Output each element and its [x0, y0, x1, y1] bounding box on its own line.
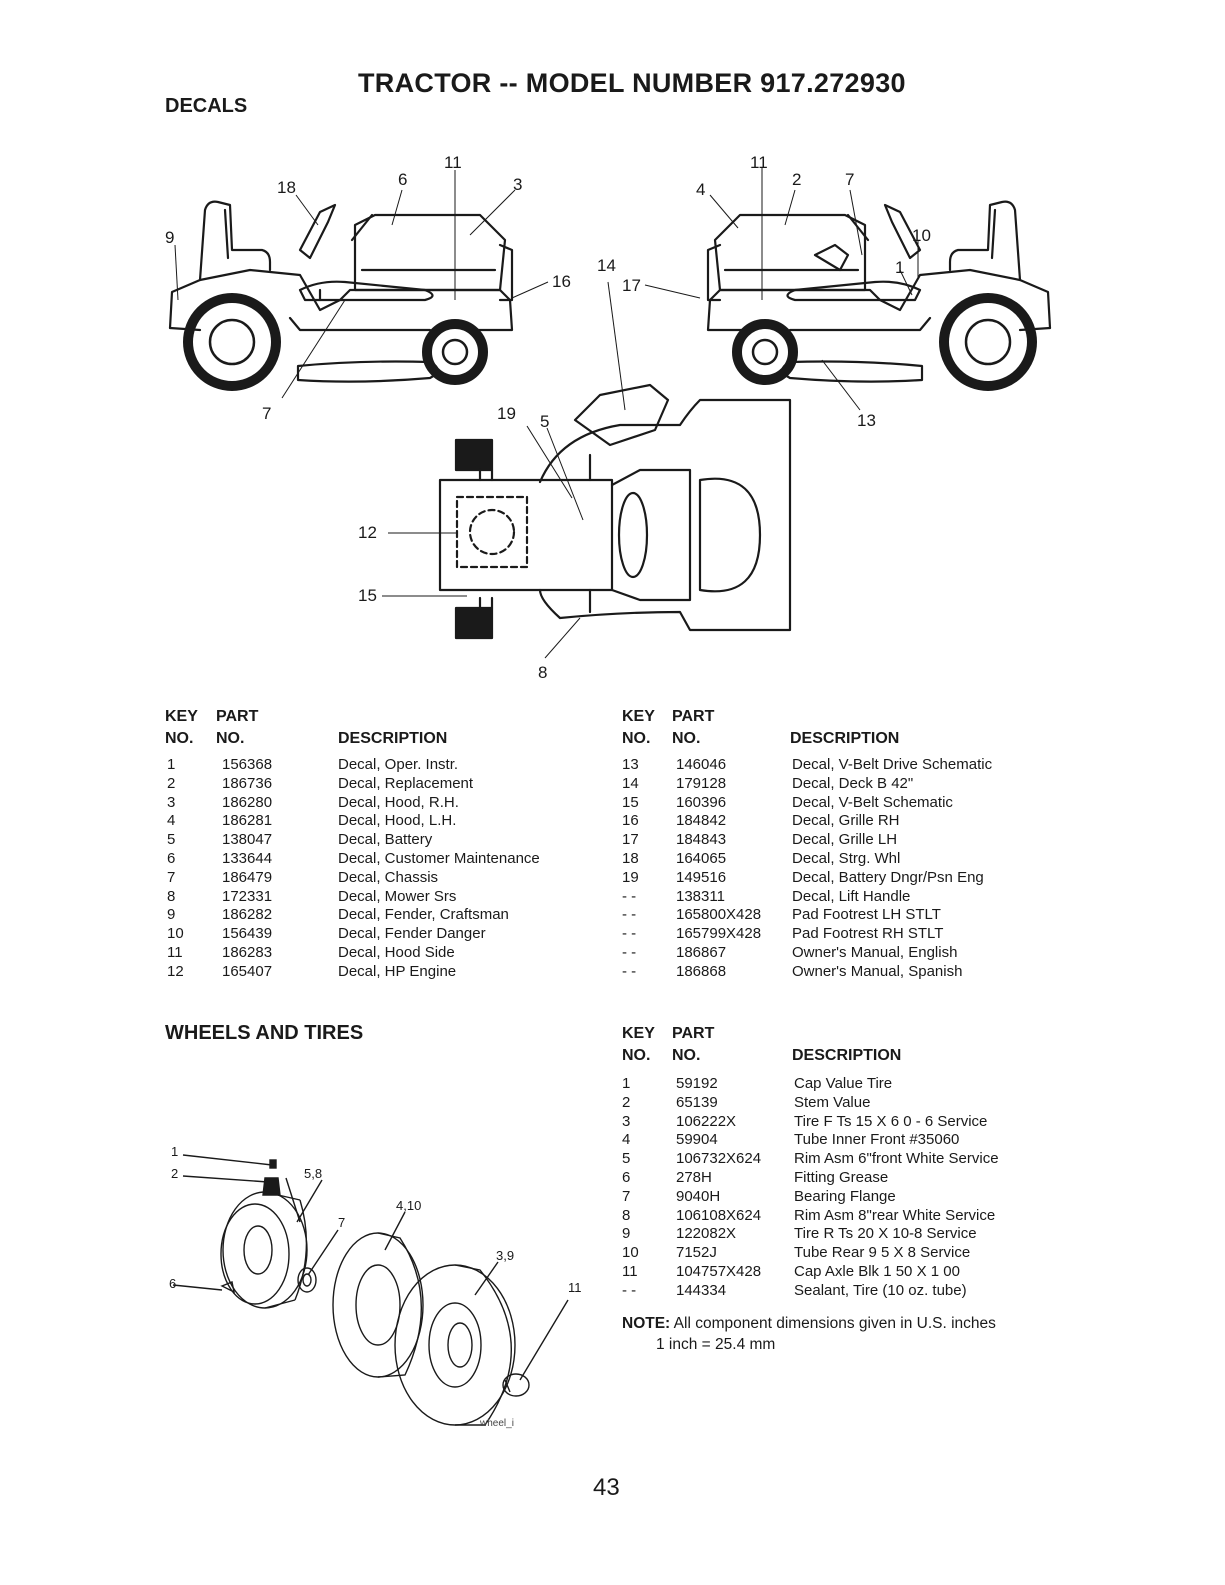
right-tractor-illustration [706, 200, 1052, 332]
callout-6: 6 [398, 170, 408, 189]
wheels-header-description: DESCRIPTION [792, 1047, 902, 1064]
callout-8: 8 [538, 663, 548, 682]
section-heading-wheels: WHEELS AND TIRES [165, 1022, 364, 1044]
left-header-part: PART [216, 708, 259, 725]
wheels-header-key-no: NO. [622, 1047, 651, 1064]
wheel-diagram-caption: wheel_i [480, 1418, 514, 1429]
callout-9: 9 [165, 228, 175, 247]
callout-2: 2 [792, 170, 802, 189]
right-header-key: KEY [622, 708, 655, 725]
left-header-description: DESCRIPTION [338, 730, 448, 747]
left-header-part-no: NO. [216, 730, 245, 747]
callout-7-right: 7 [845, 170, 855, 189]
wheel-callout-5-8: 5,8 [304, 1166, 323, 1181]
callout-3: 3 [513, 175, 523, 194]
right-header-description: DESCRIPTION [790, 730, 900, 747]
callout-1: 1 [895, 258, 905, 277]
callout-15: 15 [358, 586, 377, 605]
callout-16: 16 [552, 272, 571, 291]
note-conversion: 1 inch = 25.4 mm [656, 1336, 776, 1353]
callout-17: 17 [622, 276, 641, 295]
callout-7-left: 7 [262, 404, 272, 423]
callout-19: 19 [497, 404, 516, 423]
callout-5: 5 [540, 412, 550, 431]
callout-4: 4 [696, 180, 706, 199]
right-header-part: PART [672, 708, 715, 725]
right-header-part-no: NO. [672, 730, 701, 747]
note-text: All component dimensions given in U.S. i… [673, 1315, 996, 1332]
wheel-callout-4-10: 4,10 [396, 1198, 422, 1213]
decal-leader-lines [174, 168, 919, 659]
decal-diagram [168, 168, 1052, 659]
left-tractor-illustration [168, 200, 514, 332]
wheel-callout-6: 6 [169, 1276, 177, 1291]
wheel-callout-2: 2 [171, 1166, 179, 1181]
page-number: 43 [593, 1474, 620, 1501]
wheel-callout-7: 7 [338, 1215, 346, 1230]
callout-18: 18 [277, 178, 296, 197]
callout-13: 13 [857, 411, 876, 430]
callout-10: 10 [912, 226, 931, 245]
note: NOTE: All component dimensions given in … [622, 1314, 996, 1334]
left-header-key-no: NO. [165, 730, 194, 747]
note-label: NOTE: [622, 1315, 671, 1332]
callout-11-right: 11 [750, 153, 768, 172]
wheel-callout-11: 11 [568, 1280, 582, 1295]
callout-11: 11 [444, 153, 462, 172]
wheels-header-part: PART [672, 1025, 715, 1042]
callout-14: 14 [597, 256, 616, 275]
section-heading-decals: DECALS [165, 95, 248, 117]
callout-12: 12 [358, 523, 377, 542]
page-title: TRACTOR -- MODEL NUMBER 917.272930 [358, 68, 906, 98]
left-header-key: KEY [165, 708, 198, 725]
top-view-tractor-illustration [438, 383, 792, 640]
right-header-key-no: NO. [622, 730, 651, 747]
wheels-header-part-no: NO. [672, 1047, 701, 1064]
wheel-callout-1: 1 [171, 1144, 179, 1159]
wheel-callout-3-9: 3,9 [496, 1248, 515, 1263]
wheels-header-key: KEY [622, 1025, 655, 1042]
